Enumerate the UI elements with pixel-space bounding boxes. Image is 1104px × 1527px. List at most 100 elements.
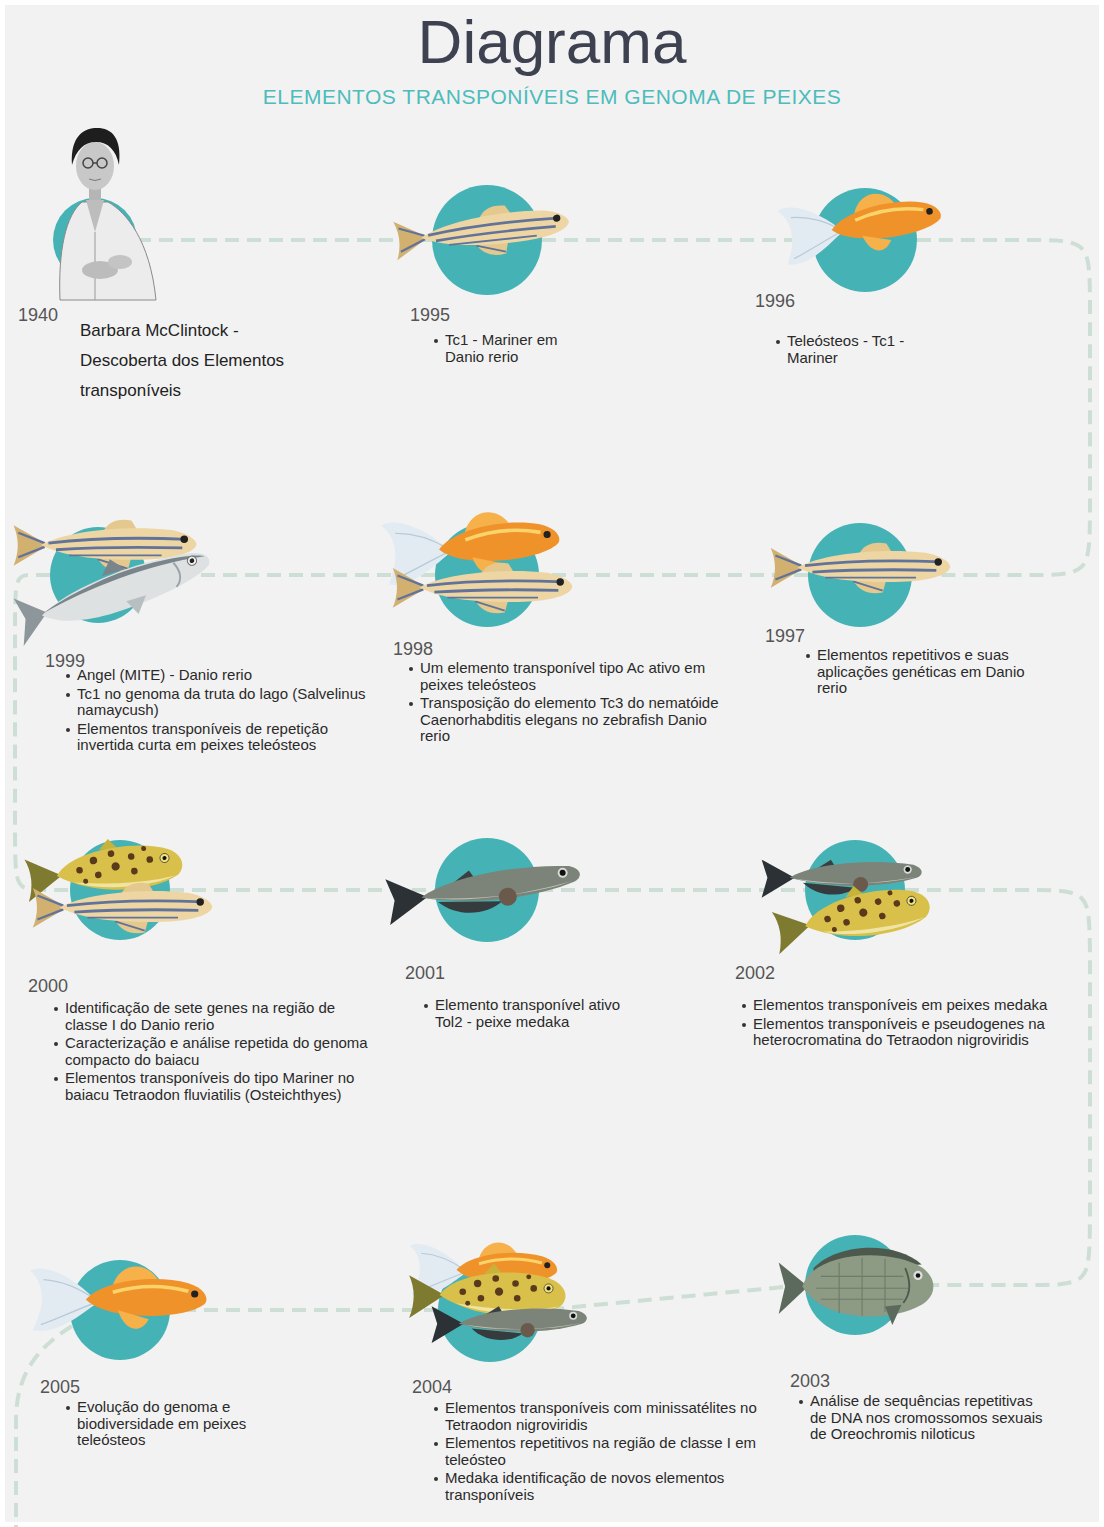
- bullet-dot: [409, 702, 413, 706]
- year-label: 2002: [735, 962, 775, 984]
- bullet-dot: [54, 1042, 58, 1046]
- event-row: Tc1 - Mariner em Danio rerio: [430, 332, 600, 365]
- year-label: 2001: [405, 962, 445, 984]
- event-text: Caracterização e análise repetida do gen…: [65, 1035, 380, 1068]
- zebrafish: [33, 883, 213, 933]
- event-row: Elementos repetitivos na região de class…: [430, 1435, 760, 1468]
- event-list: Elementos transponíveis com minissatélit…: [430, 1400, 760, 1505]
- bullet-dot: [424, 1004, 428, 1008]
- goldfish: [777, 185, 945, 266]
- medaka: [432, 1306, 587, 1343]
- event-row: Caracterização e análise repetida do gen…: [50, 1035, 380, 1068]
- year-holder: 1998: [393, 638, 433, 660]
- timeline-connector: [146, 573, 435, 577]
- event-row: Elemento transponível ativo Tol2 - peixe…: [420, 997, 650, 1030]
- year-label: 1940: [18, 304, 58, 326]
- pufferfish: [409, 1264, 565, 1318]
- event-text: Evolução do genoma e biodiversidade em p…: [77, 1399, 312, 1449]
- event-list: Um elemento transponível tipo Ac ativo e…: [405, 660, 735, 747]
- year-holder: 1940: [18, 304, 58, 326]
- bullet-dot: [66, 674, 70, 678]
- medaka: [385, 859, 583, 925]
- bullet-dot: [742, 1004, 746, 1008]
- bullet-dot: [434, 339, 438, 343]
- event-row: Transposição do elemento Tc3 do nematóid…: [405, 695, 735, 745]
- year-holder: 2001: [405, 962, 445, 984]
- year-label: 2000: [28, 975, 68, 997]
- event-list: Tc1 - Mariner em Danio rerio: [430, 332, 600, 367]
- timeline-connector: [15, 575, 70, 890]
- timeline-circle: 2005Evolução do genoma e biodiversidade …: [70, 1260, 170, 1360]
- event-text: Elementos transponíveis com minissatélit…: [445, 1400, 760, 1433]
- event-row: Elementos transponíveis em peixes medaka: [738, 997, 1058, 1014]
- timeline-circle: 1995Tc1 - Mariner em Danio rerio: [432, 185, 542, 295]
- bullet-dot: [66, 728, 70, 732]
- event-text: Barbara McClintock - Descoberta dos Elem…: [80, 316, 295, 406]
- lake-trout: [10, 539, 219, 646]
- timeline-connector: [912, 240, 1090, 575]
- bullet-dot: [54, 1077, 58, 1081]
- event-text: Medaka identificação de novos elementos …: [445, 1470, 760, 1503]
- event-list: Angel (MITE) - Danio rerioTc1 no genoma …: [62, 667, 372, 756]
- year-label: 1995: [410, 304, 450, 326]
- medaka: [762, 860, 922, 898]
- event-row: Elementos transponíveis de repetição inv…: [62, 721, 372, 754]
- year-holder: 2003: [790, 1370, 830, 1392]
- subtitle: ELEMENTOS TRANSPONÍVEIS EM GENOMA DE PEI…: [0, 84, 1104, 109]
- year-holder: 2002: [735, 962, 775, 984]
- event-text: Elementos transponíveis em peixes medaka: [753, 997, 1047, 1014]
- event-row: Teleósteos - Tc1 - Mariner: [772, 333, 947, 366]
- year-label: 2005: [40, 1376, 80, 1398]
- year-holder: 2004: [412, 1376, 452, 1398]
- zebrafish: [771, 543, 951, 593]
- event-text: Elementos transponíveis e pseudogenes na…: [753, 1016, 1058, 1049]
- event-text: Tc1 - Mariner em Danio rerio: [445, 332, 600, 365]
- goldfish: [30, 1267, 206, 1331]
- event-row: Análise de sequências repetitivas de DNA…: [795, 1393, 1045, 1443]
- event-row: Elementos transponíveis com minissatélit…: [430, 1400, 760, 1433]
- event-text: Elementos transponíveis do tipo Mariner …: [65, 1070, 380, 1103]
- bullet-dot: [742, 1023, 746, 1027]
- year-holder: 1997: [765, 625, 805, 647]
- event-row: Angel (MITE) - Danio rerio: [62, 667, 372, 684]
- year-holder: 1995: [410, 304, 450, 326]
- event-text: Elemento transponível ativo Tol2 - peixe…: [435, 997, 650, 1030]
- zebrafish: [14, 520, 197, 571]
- timeline-circle: 1998Um elemento transponível tipo Ac ati…: [435, 523, 539, 627]
- timeline-circle: 2003Análise de sequências repetitivas de…: [805, 1235, 905, 1335]
- goldfish: [410, 1242, 557, 1296]
- bullet-dot: [776, 340, 780, 344]
- year-holder: 2000: [28, 975, 68, 997]
- event-text: Um elemento transponível tipo Ac ativo e…: [420, 660, 735, 693]
- pufferfish: [23, 832, 184, 902]
- event-text: Identificação de sete genes na região de…: [65, 1000, 380, 1033]
- timeline-connector: [137, 238, 432, 242]
- bullet-dot: [66, 1406, 70, 1410]
- timeline-connector: [905, 890, 1090, 1285]
- pufferfish: [770, 873, 933, 954]
- timeline-connector: [539, 888, 805, 892]
- tilapia: [779, 1248, 934, 1325]
- diagram-title: Diagrama: [0, 6, 1104, 77]
- title-block: Diagrama: [0, 6, 1104, 77]
- event-row: Tc1 no genoma da truta do lago (Salvelin…: [62, 686, 372, 719]
- event-row: Medaka identificação de novos elementos …: [430, 1470, 760, 1503]
- bullet-dot: [434, 1442, 438, 1446]
- timeline-circle: 1996Teleósteos - Tc1 - Mariner: [813, 188, 917, 292]
- event-text: Elementos repetitivos e suas aplicações …: [817, 647, 1042, 697]
- bullet-dot: [409, 667, 413, 671]
- label-holder: ELEMENTOS TRANSPONÍVEIS EM GENOMA DE PEI…: [0, 84, 1104, 109]
- bullet-dot: [66, 693, 70, 697]
- bullet-dot: [54, 1007, 58, 1011]
- event-list: Elementos transponíveis em peixes medaka…: [738, 997, 1058, 1051]
- event-row: Elementos transponíveis do tipo Mariner …: [50, 1070, 380, 1103]
- timeline-circle: 2001Elemento transponível ativo Tol2 - p…: [435, 838, 539, 942]
- event-row: Elementos repetitivos e suas aplicações …: [802, 647, 1042, 697]
- timeline-connector: [542, 238, 813, 242]
- bullet-dot: [806, 654, 810, 658]
- trail-line: [16, 1326, 72, 1527]
- event-list: Teleósteos - Tc1 - Mariner: [772, 333, 947, 368]
